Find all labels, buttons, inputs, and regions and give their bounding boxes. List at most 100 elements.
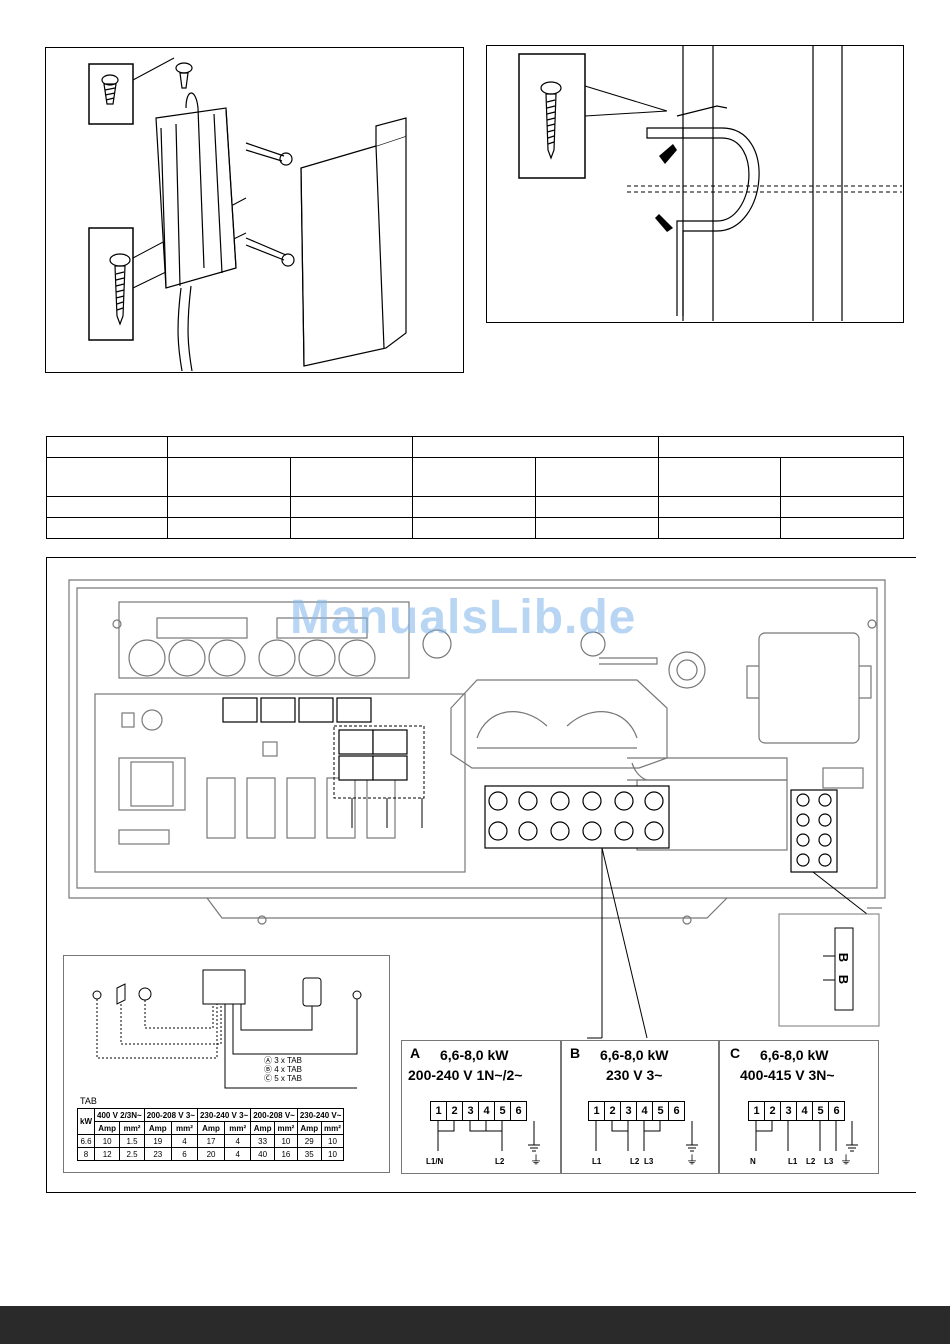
footer-bar xyxy=(0,1306,950,1344)
tab-header: 400 V 2/3N~ xyxy=(94,1108,145,1122)
tab-sub-header: mm² xyxy=(119,1121,145,1135)
tab-sub-header: mm² xyxy=(224,1121,252,1135)
wiring-c-label-l1: L1 xyxy=(788,1157,798,1166)
terminal-3: 3 xyxy=(620,1101,637,1121)
terminal-6: 6 xyxy=(510,1101,527,1121)
tab-sub-header: Amp xyxy=(196,1121,226,1135)
wiring-a-letter: A xyxy=(410,1045,421,1061)
wiring-b-bridges xyxy=(595,1121,698,1152)
terminal-6: 6 xyxy=(668,1101,685,1121)
tab-header: 230-240 V 3~ xyxy=(196,1108,252,1122)
tab-sub-header: mm² xyxy=(273,1121,298,1135)
wiring-a-label-l2: L2 xyxy=(495,1157,505,1166)
table-cell: 6.6 xyxy=(77,1134,95,1148)
side-terminal-block xyxy=(790,789,838,873)
table-cell: 1.5 xyxy=(119,1134,145,1148)
mounting-drawing xyxy=(88,57,407,371)
table-cell: 33 xyxy=(250,1134,275,1148)
wiring-b-letter: B xyxy=(570,1045,581,1061)
terminal-2: 2 xyxy=(604,1101,621,1121)
wiring-c-voltage: 400-415 V 3N~ xyxy=(740,1067,835,1083)
tab-sub-header: Amp xyxy=(143,1121,172,1135)
wiring-a-terminals: 1 2 3 4 5 6 xyxy=(430,1101,527,1121)
table-cell: 12 xyxy=(93,1147,121,1161)
wiring-b-label-l3: L3 xyxy=(644,1157,654,1166)
wiring-c-label-l2: L2 xyxy=(806,1157,816,1166)
control-box-drawing xyxy=(68,579,886,1089)
ground-icon: ⏚ xyxy=(840,1153,853,1167)
wiring-a-label-l1n: L1/N xyxy=(426,1157,444,1166)
terminal-1: 1 xyxy=(748,1101,765,1121)
terminal-5: 5 xyxy=(812,1101,829,1121)
wiring-c-label-n: N xyxy=(750,1157,756,1166)
wiring-c-letter: C xyxy=(730,1045,741,1061)
controller-panel xyxy=(63,955,390,1173)
ground-icon: ⏚ xyxy=(686,1153,699,1167)
wiring-b-power: 6,6-8,0 kW xyxy=(600,1047,669,1063)
table-cell: 19 xyxy=(143,1134,172,1148)
wiring-c-bridges xyxy=(755,1121,858,1152)
terminal-4: 4 xyxy=(636,1101,653,1121)
bracket-illustration-right xyxy=(486,45,904,323)
terminal-3: 3 xyxy=(780,1101,797,1121)
arrow-icon-1 xyxy=(659,144,677,164)
tab-table: kW 400 V 2/3N~ 200-208 V 3~ 230-240 V 3~… xyxy=(77,1108,345,1161)
tab-sub-header: Amp xyxy=(296,1121,322,1135)
tab-header: 200-208 V~ xyxy=(250,1108,298,1122)
tab-header-kw: kW xyxy=(77,1108,95,1135)
table-cell: 4 xyxy=(170,1134,198,1148)
tab-sub-header: mm² xyxy=(170,1121,198,1135)
terminal-4: 4 xyxy=(478,1101,495,1121)
screw-icon-small xyxy=(101,74,119,105)
bracket-drawing xyxy=(518,46,902,321)
wiring-box-c: C 6,6-8,0 kW 400-415 V 3N~ 1 2 3 4 5 6 N… xyxy=(719,1040,879,1174)
wiring-c-label-l3: L3 xyxy=(824,1157,834,1166)
watermark: ManualsLib.de xyxy=(290,591,637,644)
table-cell: 8 xyxy=(77,1147,95,1161)
bb-label-1: B xyxy=(836,952,852,963)
wiring-a-bridges xyxy=(437,1121,540,1152)
table-cell: 35 xyxy=(296,1147,322,1161)
tab-sub-header: Amp xyxy=(250,1121,275,1135)
tab-header: 200-208 V 3~ xyxy=(143,1108,198,1122)
tab-sub-header: Amp xyxy=(93,1121,121,1135)
table-cell: 10 xyxy=(320,1147,345,1161)
tab-sub-header: mm² xyxy=(320,1121,345,1135)
connector-jacks xyxy=(222,697,408,781)
table-cell: 20 xyxy=(196,1147,226,1161)
table-cell: 17 xyxy=(196,1134,226,1148)
table-cell: 6 xyxy=(170,1147,198,1161)
empty-grid-table xyxy=(46,436,905,539)
table-cell: 23 xyxy=(143,1147,172,1161)
terminal-5: 5 xyxy=(494,1101,511,1121)
table-cell: 10 xyxy=(273,1134,298,1148)
terminal-2: 2 xyxy=(446,1101,463,1121)
table-cell: 40 xyxy=(250,1147,275,1161)
terminal-2: 2 xyxy=(764,1101,781,1121)
bb-label-2: B xyxy=(836,974,852,985)
arrow-icon-2 xyxy=(655,214,673,232)
mounting-illustration-left xyxy=(45,47,464,373)
wiring-c-terminals: 1 2 3 4 5 6 xyxy=(748,1101,845,1121)
wiring-b-voltage: 230 V 3~ xyxy=(606,1067,663,1083)
legend-c: Ⓒ 5 x TAB xyxy=(264,1074,302,1083)
legend-b: Ⓑ 4 x TAB xyxy=(264,1065,302,1074)
wiring-c-power: 6,6-8,0 kW xyxy=(760,1047,829,1063)
wiring-a-voltage: 200-240 V 1N~/2~ xyxy=(408,1067,523,1083)
table-cell: 29 xyxy=(296,1134,322,1148)
table-cell: 4 xyxy=(224,1134,252,1148)
wiring-a-power: 6,6-8,0 kW xyxy=(440,1047,509,1063)
main-terminal-block xyxy=(484,785,670,849)
terminal-1: 1 xyxy=(588,1101,605,1121)
terminal-3: 3 xyxy=(462,1101,479,1121)
terminal-6: 6 xyxy=(828,1101,845,1121)
controller-wiring xyxy=(92,969,362,1089)
terminal-4: 4 xyxy=(796,1101,813,1121)
terminal-1: 1 xyxy=(430,1101,447,1121)
legend-tab-counts: Ⓐ 3 x TAB Ⓑ 4 x TAB Ⓒ 5 x TAB xyxy=(264,1056,302,1083)
wiring-b-label-l1: L1 xyxy=(592,1157,602,1166)
wiring-b-label-l2: L2 xyxy=(630,1157,640,1166)
table-row: 8 12 2.5 23 6 20 4 40 16 35 10 xyxy=(77,1147,345,1161)
table-cell: 16 xyxy=(273,1147,298,1161)
table-cell: 10 xyxy=(320,1134,345,1148)
